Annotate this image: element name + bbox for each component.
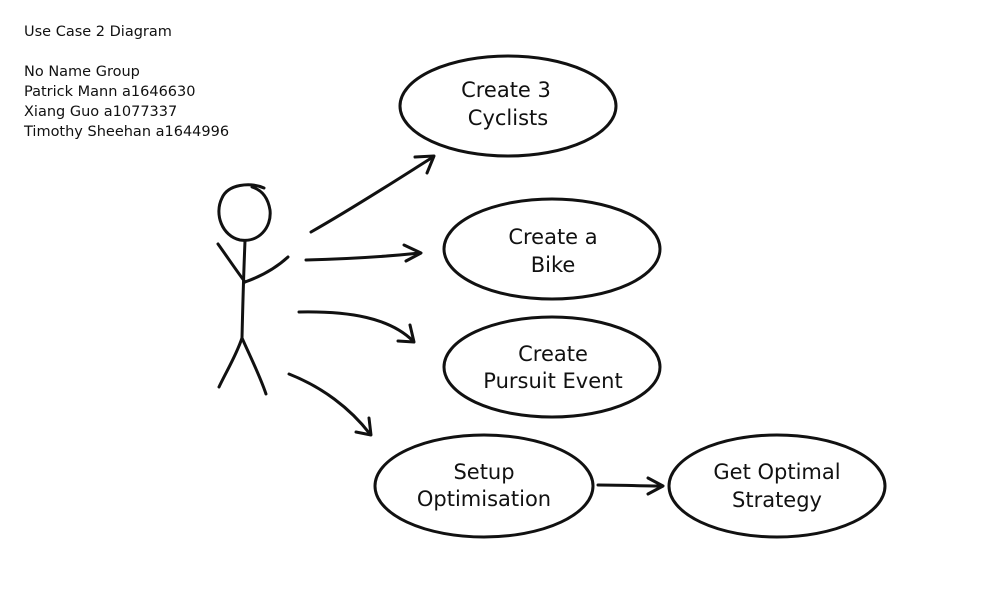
- use-case-setup-optimisation-line2: Optimisation: [417, 487, 551, 511]
- diagram-title: Use Case 2 Diagram: [24, 24, 172, 40]
- use-case-get-optimal-strategy-line1: Get Optimal: [713, 460, 840, 484]
- use-case-get-optimal-strategy: Get Optimal Strategy: [667, 433, 887, 539]
- arrow-to-setup-optimisation: [287, 372, 373, 437]
- arrow-to-create-cyclists: [309, 154, 436, 234]
- use-case-create-cyclists-line1: Create 3: [461, 78, 551, 102]
- group-name: No Name Group: [24, 64, 140, 80]
- actor-body: [240, 239, 247, 340]
- member-3: Timothy Sheehan a1644996: [24, 124, 230, 140]
- actor-left-leg: [217, 336, 244, 389]
- use-case-get-optimal-strategy-line2: Strategy: [732, 488, 822, 512]
- arrow-to-create-bike: [304, 243, 423, 263]
- use-case-setup-optimisation: Setup Optimisation: [373, 433, 595, 539]
- actor-right-leg: [240, 336, 268, 396]
- arrow-to-get-optimal-strategy: [596, 476, 665, 496]
- header-notes: Use Case 2 Diagram No Name Group Patrick…: [24, 22, 229, 142]
- member-2: Xiang Guo a1077337: [24, 104, 178, 120]
- actor-head: [217, 183, 272, 242]
- actor-left-arm: [216, 242, 247, 284]
- use-case-create-pursuit-event-line2: Pursuit Event: [483, 369, 622, 393]
- arrow-to-create-pursuit-event: [297, 310, 416, 344]
- use-case-create-cyclists: Create 3 Cyclists: [398, 54, 618, 158]
- use-case-setup-optimisation-line1: Setup: [453, 460, 514, 484]
- use-case-create-bike-line2: Bike: [531, 253, 576, 277]
- use-case-create-cyclists-line2: Cyclists: [468, 106, 548, 130]
- use-case-create-bike-line1: Create a: [508, 225, 597, 249]
- use-case-create-pursuit-event: Create Pursuit Event: [442, 315, 662, 419]
- use-case-create-bike: Create a Bike: [442, 197, 662, 301]
- actor-stick-figure: [216, 183, 290, 396]
- member-1: Patrick Mann a1646630: [24, 84, 196, 100]
- use-case-create-pursuit-event-line1: Create: [518, 342, 588, 366]
- actor-right-arm: [243, 255, 290, 284]
